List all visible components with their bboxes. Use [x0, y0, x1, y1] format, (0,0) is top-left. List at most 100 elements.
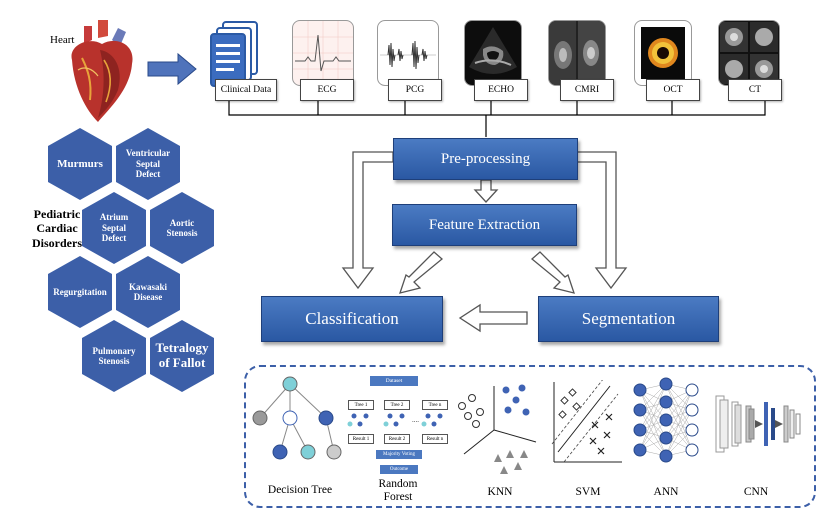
- rf-label-line-2: Forest: [383, 491, 413, 504]
- pulmonary-line-1: Pulmonary: [92, 345, 136, 356]
- oct-image-icon: [641, 27, 685, 79]
- ml-label-random-forest: Random Forest: [370, 478, 426, 504]
- ann-node: [633, 443, 647, 457]
- vsd-line-2: Septal: [135, 158, 160, 169]
- echo-image-icon: [469, 27, 517, 74]
- modality-label-ecg: ECG: [300, 79, 354, 101]
- cnn-layers-icon: [715, 395, 801, 453]
- rf-result-n: Result n: [422, 434, 448, 444]
- ann-edge: [639, 409, 667, 457]
- ann-edge: [639, 383, 667, 451]
- ann-node: [633, 383, 647, 397]
- disorder-tetralogy-of-fallot: Tetralogy of Fallot: [150, 320, 214, 392]
- modality-label-echo: ECHO: [474, 79, 528, 101]
- aortic-line-1: Aortic: [169, 217, 195, 228]
- ann-network-icon: [633, 377, 699, 463]
- ann-edge: [665, 383, 693, 451]
- modality-label-oct: OCT: [646, 79, 700, 101]
- ann-edge: [665, 419, 693, 451]
- ml-label-ann: ANN: [653, 486, 679, 498]
- ann-node: [685, 403, 699, 417]
- rf-tree-n: Tree n: [422, 400, 448, 410]
- documents-icon: [210, 21, 258, 87]
- modality-bus: [228, 100, 766, 116]
- random-forest-diagram: Dataset Tree 1 Tree 2 Tree n .... Result…: [346, 376, 450, 476]
- ecg-thumbnail: [292, 20, 354, 86]
- tetralogy-line-2: of Fallot: [158, 355, 206, 370]
- svg-text:....: ....: [412, 416, 419, 424]
- rf-tree-2: Tree 2: [384, 400, 410, 410]
- ann-edge: [665, 389, 693, 421]
- ann-node: [633, 423, 647, 437]
- ann-node: [659, 449, 673, 463]
- echo-thumbnail: [464, 20, 522, 86]
- modality-label-cmri: CMRI: [560, 79, 614, 101]
- modality-label-clinical-data: Clinical Data: [215, 79, 277, 101]
- disorders-group-label: Pediatric Cardiac Disorders: [22, 207, 92, 250]
- classification-box: Classification: [261, 296, 443, 342]
- feature-to-segmentation-arrow: [530, 251, 575, 294]
- segmentation-to-classification-arrow: [458, 303, 528, 333]
- ann-edge: [665, 401, 693, 451]
- kawasaki-line-2: Disease: [133, 292, 163, 302]
- ann-node: [685, 443, 699, 457]
- asd-line-2: Septal: [101, 222, 126, 233]
- ann-node: [659, 431, 673, 445]
- ct-image-icon: [720, 22, 778, 84]
- ann-node: [685, 423, 699, 437]
- group-line-3: Disorders: [32, 235, 82, 250]
- heart-to-modalities-arrow: [147, 52, 197, 86]
- modality-label-pcg: PCG: [388, 79, 442, 101]
- rf-tree-1: Tree 1: [348, 400, 374, 410]
- pre-to-classification-arrow: [341, 151, 394, 290]
- rf-majority-voting: Majority Voting: [376, 450, 422, 459]
- vsd-line-1: Ventricular: [125, 148, 171, 159]
- ann-edge: [639, 383, 667, 431]
- feature-extraction-box: Feature Extraction: [392, 204, 577, 246]
- cmri-image-icon: [549, 21, 605, 85]
- pulmonary-line-2: Stenosis: [98, 356, 130, 366]
- ml-methods-panel: [244, 365, 816, 508]
- ann-node: [659, 377, 673, 391]
- ann-node: [633, 403, 647, 417]
- ann-edge: [665, 389, 693, 457]
- aortic-line-2: Stenosis: [166, 228, 198, 238]
- feature-to-classification-arrow: [399, 251, 444, 294]
- ann-edge: [639, 389, 667, 421]
- asd-line-1: Atrium: [99, 212, 129, 223]
- tetralogy-line-1: Tetralogy: [155, 340, 209, 356]
- heart-icon: [71, 20, 133, 122]
- pre-to-feature-arrow: [473, 179, 499, 203]
- rf-dataset: Dataset: [370, 376, 418, 386]
- ecg-waveform-icon: [293, 21, 353, 85]
- regurg-label: Regurgitation: [53, 286, 107, 297]
- oct-thumbnail: [634, 20, 692, 86]
- disorder-aortic-stenosis: Aortic Stenosis: [150, 192, 214, 264]
- rf-outcome: Outcome: [380, 465, 418, 474]
- ann-edge: [639, 389, 667, 439]
- ann-node: [685, 383, 699, 397]
- pcg-thumbnail: [377, 20, 439, 86]
- rf-result-1: Result 1: [348, 434, 374, 444]
- cmri-thumbnail: [548, 20, 606, 86]
- ml-label-decision-tree: Decision Tree: [267, 484, 333, 496]
- murmurs-label: Murmurs: [57, 157, 103, 170]
- ann-edge: [665, 383, 693, 431]
- vsd-line-3: Defect: [135, 169, 161, 180]
- segmentation-box: Segmentation: [538, 296, 719, 342]
- ml-label-knn: KNN: [487, 486, 513, 498]
- ann-edge: [665, 409, 693, 457]
- rf-label-line-1: Random: [378, 478, 418, 490]
- rf-result-2: Result 2: [384, 434, 410, 444]
- knn-scatter-icon: [458, 384, 537, 474]
- modality-label-ct: CT: [728, 79, 782, 101]
- ann-node: [659, 413, 673, 427]
- ann-edge: [639, 419, 667, 451]
- rf-nodes-icon: ....: [347, 413, 443, 427]
- ann-edge: [639, 401, 667, 451]
- decision-tree-icon: [252, 376, 342, 460]
- group-line-2: Cardiac: [36, 221, 78, 236]
- asd-line-3: Defect: [101, 233, 127, 244]
- ml-label-svm: SVM: [575, 486, 601, 498]
